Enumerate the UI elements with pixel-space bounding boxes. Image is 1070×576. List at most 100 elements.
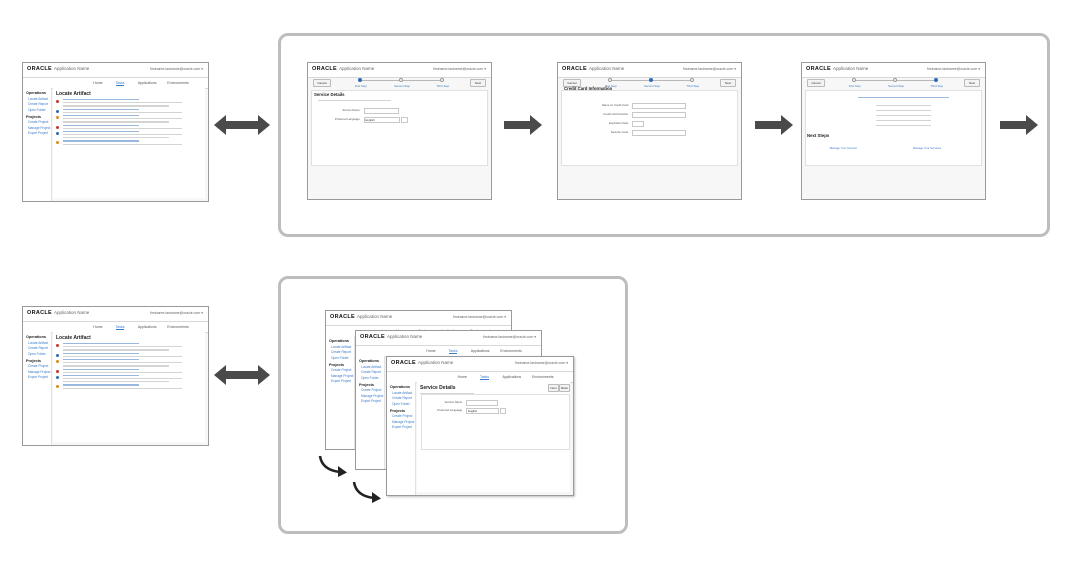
form-field[interactable] bbox=[632, 103, 686, 109]
item-detail bbox=[63, 365, 170, 367]
status-icon bbox=[56, 131, 59, 135]
nav-tab-applications[interactable]: Applications bbox=[137, 325, 157, 329]
next-button[interactable]: Next bbox=[720, 79, 736, 87]
user-email: firstname.lastname@oracle.com ▾ bbox=[453, 315, 506, 319]
next-button[interactable]: Next bbox=[470, 79, 486, 87]
sidebar-item[interactable]: Manage Project bbox=[392, 419, 415, 424]
sidebar-item[interactable]: Locate Artifact bbox=[392, 390, 413, 395]
nav-tab-tasks[interactable]: Tasks bbox=[115, 325, 125, 330]
sidebar-item[interactable]: Create Report bbox=[392, 396, 413, 400]
nav-tab-environments[interactable]: Environments bbox=[532, 375, 554, 379]
sidebar-item[interactable]: Open Folder bbox=[28, 107, 46, 112]
form-field[interactable] bbox=[363, 108, 399, 114]
cancel-button[interactable]: Cancel bbox=[563, 79, 581, 87]
sidebar-item[interactable]: Export Project bbox=[361, 399, 382, 403]
double-headed-arrow-icon bbox=[214, 365, 270, 385]
sidebar-item[interactable]: Locate Artifact bbox=[361, 364, 382, 369]
nav-tab-home[interactable]: Home bbox=[457, 375, 468, 379]
nav-tab-applications[interactable]: Applications bbox=[502, 375, 522, 379]
sidebar-item[interactable]: Open Folder bbox=[392, 401, 410, 406]
nav-tab-environments[interactable]: Environments bbox=[167, 81, 189, 85]
sidebar-item[interactable]: Manage Project bbox=[28, 125, 51, 130]
cancel-button[interactable]: Cancel bbox=[807, 79, 825, 87]
next-button[interactable]: Next bbox=[548, 384, 559, 392]
manage-account-link[interactable]: Manage Your Account bbox=[829, 145, 857, 150]
form-field[interactable]: English bbox=[465, 408, 500, 414]
sidebar-item[interactable]: Create Report bbox=[361, 370, 382, 374]
item-title bbox=[63, 358, 139, 361]
sidebar-item[interactable]: Create Report bbox=[331, 350, 352, 354]
form-field[interactable] bbox=[465, 400, 499, 406]
status-icon bbox=[56, 369, 59, 373]
form-field[interactable] bbox=[632, 121, 644, 127]
sidebar-item[interactable]: Locate Artifact bbox=[28, 96, 49, 101]
sidebar-item[interactable]: Create Project bbox=[28, 120, 49, 124]
nav-tab-environments[interactable]: Environments bbox=[500, 349, 522, 353]
back-button[interactable]: Back bbox=[559, 384, 570, 392]
list-item bbox=[53, 140, 205, 145]
sidebar-item[interactable]: Export Project bbox=[331, 379, 352, 383]
sidebar-item[interactable]: Locate Artifact bbox=[28, 340, 49, 345]
next-button[interactable]: Next bbox=[964, 79, 980, 87]
sidebar-item[interactable]: Locate Artifact bbox=[331, 344, 352, 349]
form-field[interactable] bbox=[632, 130, 686, 136]
item-title bbox=[63, 130, 139, 133]
sidebar-item[interactable]: Open Folder bbox=[28, 351, 46, 356]
manage-services-link[interactable]: Manage Your Services bbox=[913, 145, 941, 150]
sidebar-item[interactable]: Create Project bbox=[331, 368, 352, 372]
step-label: Third Step bbox=[930, 84, 944, 88]
nav-tab-home[interactable]: Home bbox=[93, 81, 103, 85]
status-icon bbox=[56, 100, 59, 103]
sidebar-item[interactable]: Open Folder bbox=[331, 355, 349, 360]
sidebar-item[interactable]: Export Project bbox=[392, 425, 413, 429]
app-name: Application Name bbox=[54, 66, 90, 71]
right-arrow-icon bbox=[1000, 115, 1038, 135]
sidebar-item[interactable]: Create Project bbox=[361, 388, 382, 392]
sidebar-item[interactable]: Create Project bbox=[28, 364, 49, 368]
cancel-button[interactable]: Cancel bbox=[313, 79, 331, 87]
chevron-down-icon[interactable] bbox=[400, 117, 408, 123]
nav-tab-environments[interactable]: Environments bbox=[167, 325, 189, 329]
list-item bbox=[53, 384, 205, 389]
page-title: Service Details bbox=[420, 385, 456, 391]
item-title bbox=[63, 368, 139, 370]
item-detail bbox=[63, 105, 170, 107]
field-label: Service Name bbox=[342, 108, 360, 112]
nav-tab-tasks[interactable]: Tasks bbox=[448, 349, 458, 354]
sidebar-item[interactable]: Create Report bbox=[28, 102, 49, 106]
nav-tab-tasks[interactable]: Tasks bbox=[480, 375, 489, 380]
sidebar-item[interactable]: Open Folder bbox=[361, 375, 379, 380]
sidebar-item[interactable]: Manage Project bbox=[28, 369, 51, 374]
form-field[interactable]: English bbox=[363, 117, 400, 123]
form-field[interactable] bbox=[632, 112, 686, 118]
nav-tab-applications[interactable]: Applications bbox=[137, 81, 157, 85]
nav-tab-applications[interactable]: Applications bbox=[470, 349, 490, 353]
sidebar-item[interactable]: Create Report bbox=[28, 346, 49, 350]
step-label: First Step bbox=[354, 84, 367, 88]
nav-tab-home[interactable]: Home bbox=[93, 325, 103, 329]
nav-tab-tasks[interactable]: Tasks bbox=[115, 81, 125, 86]
nav-tab-home[interactable]: Home bbox=[426, 349, 436, 353]
sidebar-item[interactable]: Manage Project bbox=[361, 393, 384, 398]
sidebar-item[interactable]: Manage Project bbox=[331, 373, 354, 378]
app-name: Application Name bbox=[54, 310, 90, 315]
sidebar-item[interactable]: Create Project bbox=[392, 414, 413, 418]
sidebar-item[interactable]: Export Project bbox=[28, 131, 49, 135]
curved-arrow-icon bbox=[352, 481, 381, 503]
item-title bbox=[63, 140, 139, 142]
user-email: firstname.lastname@oracle.com ▾ bbox=[150, 311, 203, 315]
sidebar-item[interactable]: Export Project bbox=[28, 375, 49, 379]
